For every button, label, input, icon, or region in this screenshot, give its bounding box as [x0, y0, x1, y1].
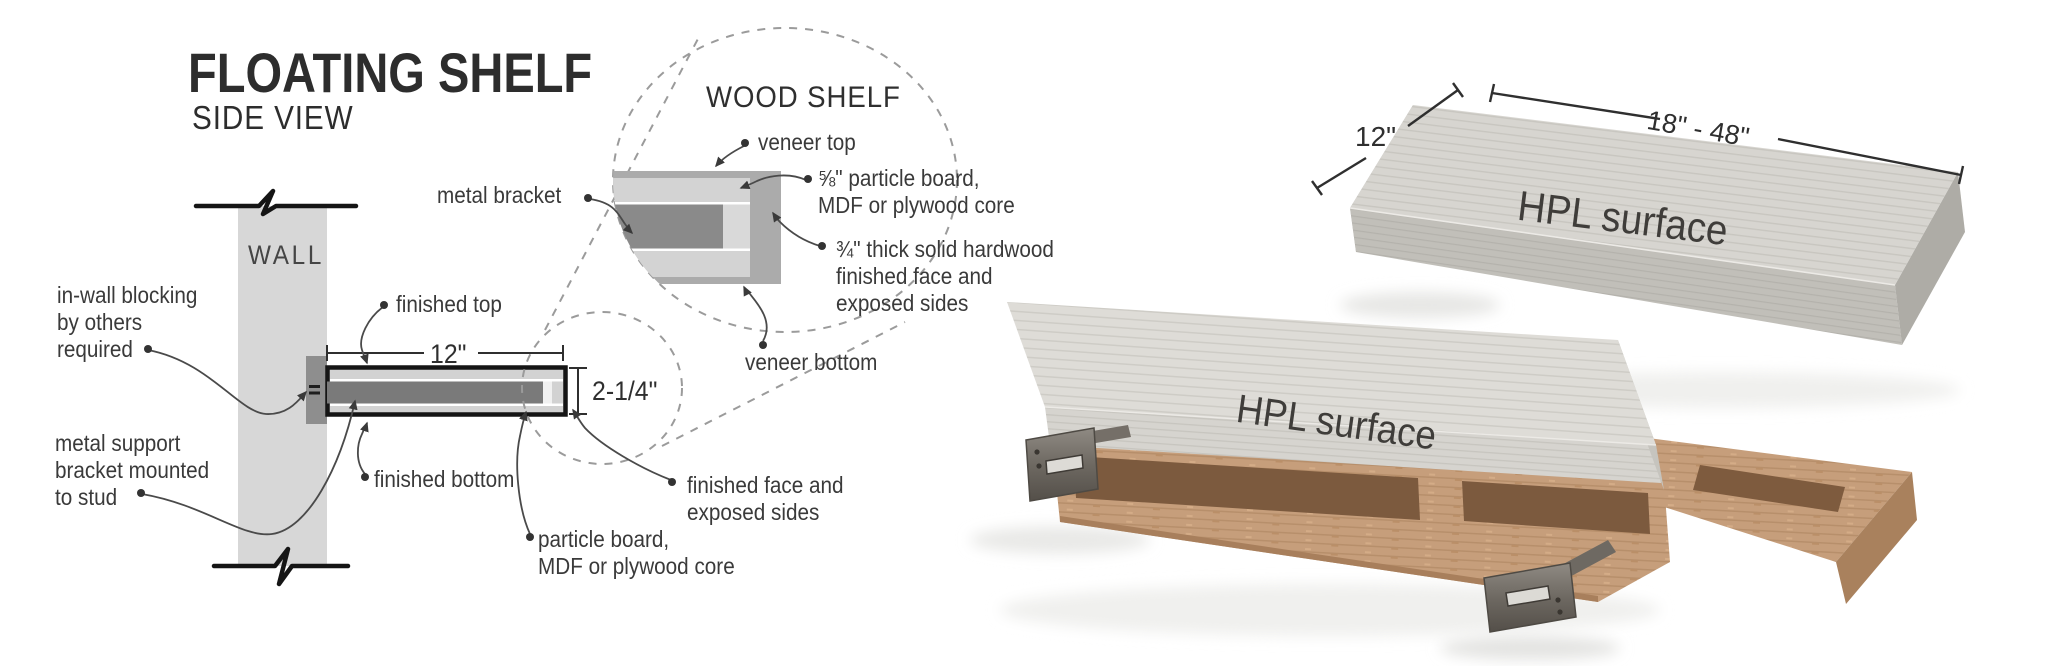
core-right-end	[1836, 472, 1917, 604]
label-finished-bottom: finished bottom	[374, 466, 515, 492]
dimension-2-1-4in	[569, 367, 587, 415]
wall-break-top	[193, 188, 359, 217]
right-metal-bracket	[1483, 540, 1616, 633]
label-veneer-bottom: veneer bottom	[745, 349, 878, 375]
particle-board-top-layer	[613, 178, 750, 202]
top-shelf-right-end	[1895, 172, 1965, 345]
leader-lines	[141, 145, 821, 536]
support-bracket-bar	[327, 381, 543, 404]
detail-metal-bracket	[613, 204, 723, 249]
leader-dots	[137, 139, 826, 541]
label-veneer-top: veneer top	[758, 129, 856, 155]
top-shelf-render	[1340, 105, 1965, 408]
bottom-shelf-front-face	[1045, 407, 1661, 483]
in-wall-blocking-block	[306, 356, 327, 424]
top-shelf-dim-depth: 12"	[1355, 121, 1397, 152]
detail-title: WOOD SHELF	[706, 81, 901, 114]
label-hardwood-face: ¾" thick solid hardwood finished face an…	[836, 236, 1054, 317]
top-shelf-top-face	[1350, 105, 1958, 285]
label-particle-board: particle board, MDF or plywood core	[538, 526, 735, 580]
particle-board-bottom-layer	[613, 251, 750, 277]
top-shelf-front-face	[1350, 208, 1902, 345]
page-subtitle: SIDE VIEW	[192, 99, 354, 136]
page-title: FLOATING SHELF	[188, 41, 593, 104]
label-finished-top: finished top	[396, 291, 502, 317]
label-particle-core: ⅝" particle board, MDF or plywood core	[818, 165, 1015, 219]
dim-width-12: 12"	[430, 339, 467, 369]
dimension-12in	[326, 345, 564, 361]
label-finished-face: finished face and exposed sides	[687, 472, 844, 526]
wall-label: WALL	[248, 240, 325, 270]
core-groove	[1693, 465, 1845, 512]
label-metal-bracket: metal bracket	[437, 182, 562, 208]
label-in-wall-blocking: in-wall blocking by others required	[57, 282, 198, 363]
left-metal-bracket	[1025, 425, 1131, 502]
label-metal-support: metal support bracket mounted to stud	[55, 430, 210, 511]
core-slot-right	[1462, 481, 1650, 534]
dim-thickness-2-1-4: 2-1/4"	[592, 376, 658, 406]
wall-break-bottom	[211, 546, 351, 587]
top-shelf-dimensions	[1311, 82, 1965, 196]
core-slot-left	[1074, 456, 1420, 520]
bottom-shelf-render	[970, 302, 1917, 660]
bottom-shelf-top-face	[1007, 302, 1656, 445]
shelf-side-view	[306, 356, 568, 424]
